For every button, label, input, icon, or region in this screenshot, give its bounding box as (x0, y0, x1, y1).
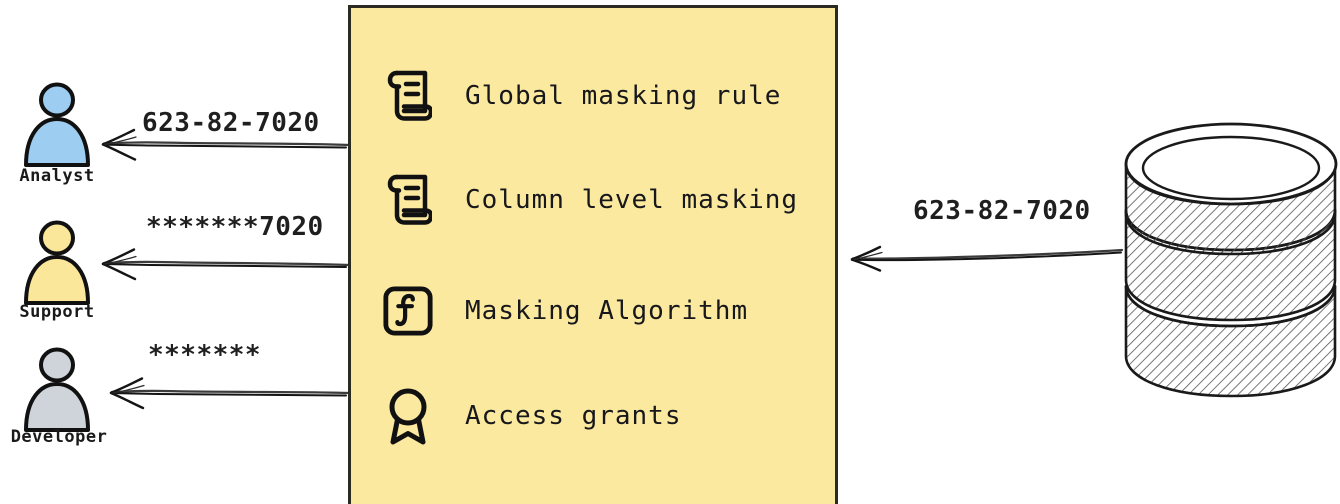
left-arrow-icon-source (845, 242, 1125, 278)
persona-label-developer: Developer (10, 427, 108, 447)
persona-label-analyst: Analyst (19, 166, 95, 186)
policy-item-label: Access grants (465, 401, 682, 431)
arrow-label-analyst: 623-82-7020 (142, 108, 320, 138)
function-icon (381, 281, 435, 341)
arrow-label-developer: ******* (148, 340, 262, 370)
policy-item-label: Global masking rule (465, 81, 782, 111)
arrow-label-support: *******7020 (146, 212, 324, 242)
policy-item-global-masking-rule[interactable]: Global masking rule (381, 66, 781, 126)
left-arrow-icon-support (96, 245, 352, 285)
policy-item-label: Masking Algorithm (465, 296, 749, 326)
policy-item-label: Column level masking (465, 185, 799, 215)
scroll-icon (381, 66, 435, 126)
database-cylinder-icon (1118, 118, 1340, 410)
persona-icon-developer (18, 347, 96, 433)
persona-icon-support (18, 220, 96, 306)
policy-item-access-grants[interactable]: Access grants (381, 386, 682, 446)
policy-item-masking-algorithm[interactable]: Masking Algorithm (381, 281, 748, 341)
arrow-label-source: 623-82-7020 (913, 196, 1091, 226)
policy-item-column-level-masking[interactable]: Column level masking (381, 170, 798, 230)
left-arrow-icon-developer (104, 374, 352, 414)
left-arrow-icon-analyst (96, 126, 352, 166)
policy-panel: Global masking rule Column level masking (348, 5, 838, 504)
scroll-icon (381, 170, 435, 230)
persona-label-support: Support (19, 302, 95, 322)
award-ribbon-icon (381, 386, 435, 446)
persona-icon-analyst (18, 82, 96, 168)
